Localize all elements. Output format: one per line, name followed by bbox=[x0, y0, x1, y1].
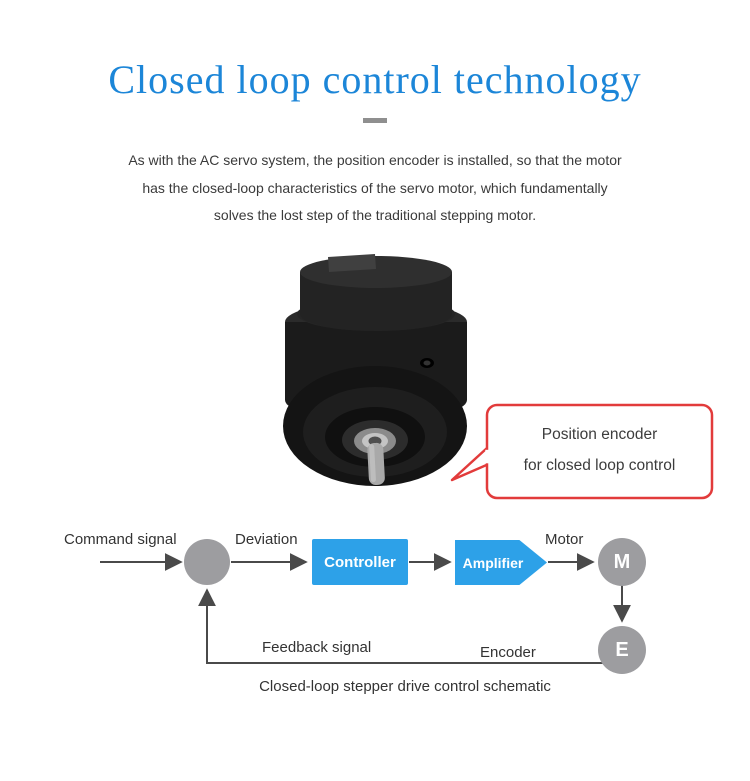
encoder-callout-bubble bbox=[450, 403, 714, 500]
encoder-label: Encoder bbox=[480, 644, 536, 661]
deviation-label: Deviation bbox=[235, 531, 298, 548]
motor-label: Motor bbox=[545, 531, 584, 548]
intro-line: has the closed-loop characteristics of t… bbox=[142, 179, 608, 196]
diagram-caption: Closed-loop stepper drive control schema… bbox=[259, 678, 551, 695]
intro-line: As with the AC servo system, the positio… bbox=[128, 152, 622, 168]
motor-shaft bbox=[367, 442, 385, 486]
stepper-motor-image bbox=[283, 254, 467, 486]
intro-line: solves the lost step of the traditional … bbox=[213, 207, 537, 223]
callout-line: for closed loop control bbox=[523, 457, 676, 474]
amplifier-label: Amplifier bbox=[462, 554, 524, 571]
page-title: Closed loop control technology bbox=[108, 57, 642, 102]
amplifier-block: Amplifier bbox=[455, 540, 547, 585]
command-signal-label: Command signal bbox=[64, 531, 177, 548]
motor-node: M bbox=[598, 538, 646, 586]
title-underline bbox=[363, 118, 387, 123]
intro-text: As with the AC servo system, the positio… bbox=[75, 147, 675, 230]
controller-block: Controller bbox=[312, 539, 408, 585]
encoder-node: E bbox=[598, 626, 646, 674]
summing-junction bbox=[184, 539, 230, 585]
feedback-signal-label: Feedback signal bbox=[262, 639, 372, 656]
callout-line: Position encoder bbox=[541, 426, 658, 443]
encoder-callout: Position encoder for closed loop control bbox=[487, 419, 712, 481]
encoder-notch bbox=[328, 254, 376, 272]
